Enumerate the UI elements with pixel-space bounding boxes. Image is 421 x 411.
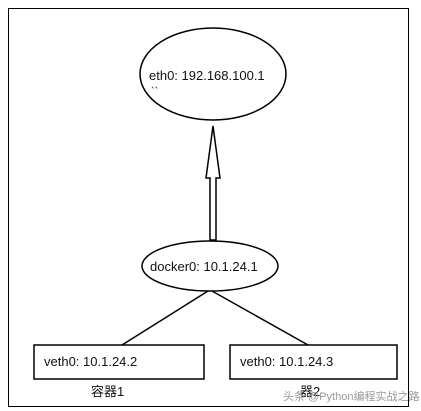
veth-right-box bbox=[229, 344, 398, 380]
host-eth0-node bbox=[139, 27, 287, 121]
container1-caption: 容器1 bbox=[91, 384, 124, 399]
uplink-arrow bbox=[205, 125, 221, 241]
docker0-label: docker0: 10.1.24.1 bbox=[150, 259, 258, 274]
link-right-veth bbox=[211, 290, 309, 346]
container2-caption: 器2 bbox=[300, 384, 320, 399]
veth-left-box bbox=[33, 344, 205, 380]
link-left-veth bbox=[121, 290, 209, 346]
host-eth0-note: `` bbox=[151, 86, 158, 98]
veth-right-label: veth0: 10.1.24.3 bbox=[240, 354, 333, 369]
veth-left-label: veth0: 10.1.24.2 bbox=[44, 354, 137, 369]
host-eth0-label: eth0: 192.168.100.1 bbox=[149, 68, 265, 83]
docker0-bridge-node bbox=[141, 240, 279, 292]
watermark-text: 头条 @Python编程实战之路 bbox=[283, 389, 419, 403]
